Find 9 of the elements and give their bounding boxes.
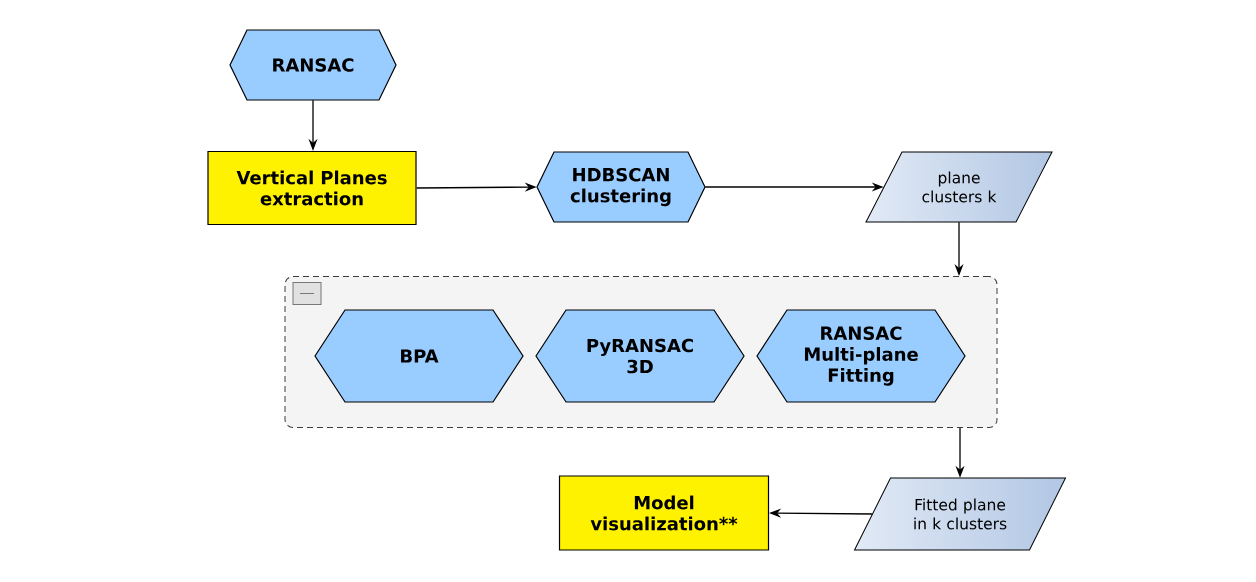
hexagon-box: HDBSCAN clustering bbox=[536, 151, 706, 223]
hexagon-box: PyRANSAC 3D bbox=[535, 309, 745, 403]
hexagon-box: RANSAC Multi-plane Fitting bbox=[756, 309, 966, 403]
hexagon-box: BPA bbox=[314, 309, 524, 403]
data-parallelogram: plane clusters k bbox=[865, 151, 1053, 223]
data-parallelogram: Fitted plane in k clusters bbox=[854, 477, 1066, 551]
process-box: Vertical Planes extraction bbox=[207, 150, 417, 226]
hexagon-box: RANSAC bbox=[229, 29, 397, 101]
process-box: Model visualization** bbox=[558, 475, 770, 551]
